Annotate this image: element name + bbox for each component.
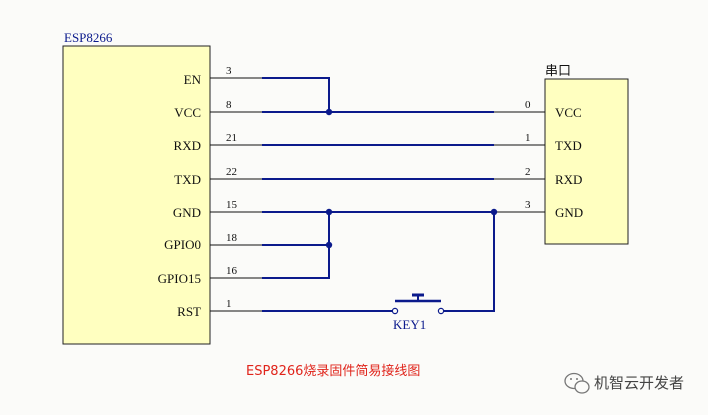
serial-pin-rxd-label: RXD [555,172,582,187]
junction-dot [325,208,333,216]
key-label: KEY1 [393,317,426,332]
serial-title: 串口 [545,64,571,79]
esp-pin-gpio15-label: GPIO15 [158,271,201,286]
junction-dot [490,208,498,216]
wire-gnd-to-key [444,212,495,312]
esp-pin-vcc-label: VCC [174,105,201,120]
junction-dot [325,241,333,249]
esp-pin-rst-label: RST [177,304,201,319]
serial-pin-txd-label: TXD [555,138,582,153]
serial-body [544,78,629,245]
esp-pin-rxd-num: 21 [226,132,237,144]
serial-pin-vcc-num: 0 [525,99,531,111]
esp-pin-gpio0-label: GPIO0 [164,237,201,252]
esp-pin-gpio0-num: 18 [226,232,238,244]
wire-gpio15-to-gnd [262,245,330,279]
wechat-icon [564,372,590,394]
esp-pin-rxd-label: RXD [174,138,201,153]
esp-pin-gnd-num: 15 [226,199,238,211]
serial-pin-txd-num: 1 [525,132,531,144]
esp-pin-gnd-label: GND [173,205,201,220]
esp-pin-txd-label: TXD [174,172,201,187]
wire-gpio0-to-gnd [262,212,330,246]
esp-pin-txd-num: 22 [226,166,237,178]
wire-en-to-vcc [262,77,330,112]
serial-pin-gnd-num: 3 [525,199,531,211]
junction-dot [325,108,333,116]
esp-pin-gpio15-num: 16 [226,265,238,277]
diagram-caption: ESP8266烧录固件简易接线图 [246,363,420,379]
esp-title: ESP8266 [64,30,113,45]
esp-pin-en-label: EN [184,72,202,87]
esp-pin-vcc-num: 8 [226,99,232,111]
serial-pin-vcc-label: VCC [555,105,582,120]
esp-pin-en-num: 3 [226,65,232,77]
serial-pin-rxd-num: 2 [525,166,531,178]
push-button-key1 [391,293,445,315]
esp-body [62,45,211,345]
esp-pin-rst-num: 1 [226,298,232,310]
serial-pin-gnd-label: GND [555,205,583,220]
watermark-text: 机智云开发者 [594,374,684,392]
